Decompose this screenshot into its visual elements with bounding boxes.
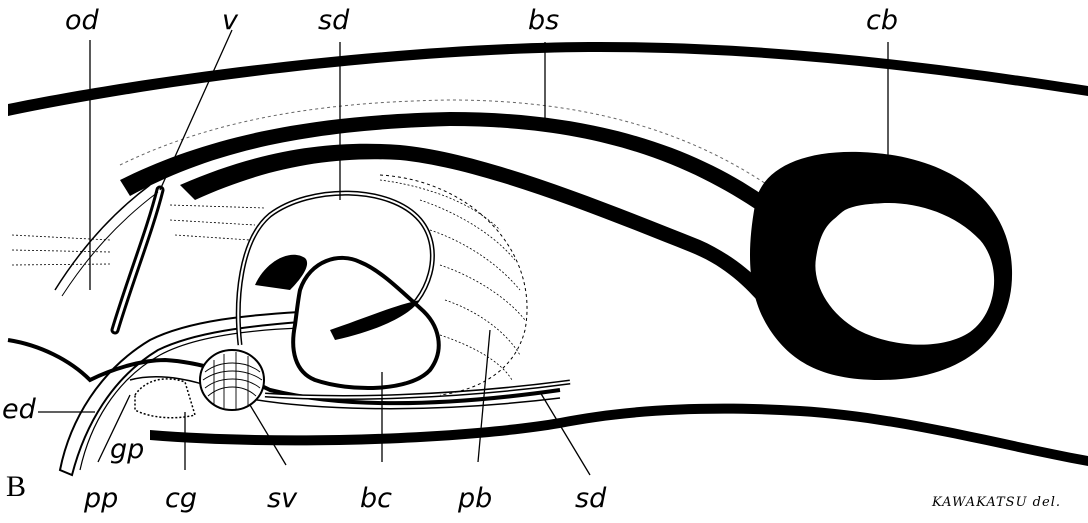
artist-credit: KAWAKATSU del. [932, 495, 1061, 510]
label-pb: pb [458, 485, 492, 512]
label-gp: gp [110, 436, 144, 463]
label-sv: sv [267, 485, 297, 512]
label-od: od [65, 7, 99, 34]
label-sd-bottom: sd [575, 485, 606, 512]
label-sd-top: sd [318, 7, 349, 34]
label-bs: bs [528, 7, 559, 34]
label-bc: bc [360, 485, 392, 512]
label-pp: pp [84, 485, 118, 512]
label-v: v [222, 7, 238, 34]
dorsal-body-wall [8, 42, 1088, 116]
vagina-lumen [115, 190, 160, 330]
seminal-vesicle [200, 350, 264, 410]
panel-letter: B [6, 472, 26, 502]
ventral-body-wall [150, 404, 1088, 466]
common-genital-area [135, 379, 195, 418]
label-ed: ed [2, 396, 36, 423]
muscular-fold [255, 255, 307, 290]
label-cg: cg [165, 485, 197, 512]
label-cb: cb [866, 7, 898, 34]
